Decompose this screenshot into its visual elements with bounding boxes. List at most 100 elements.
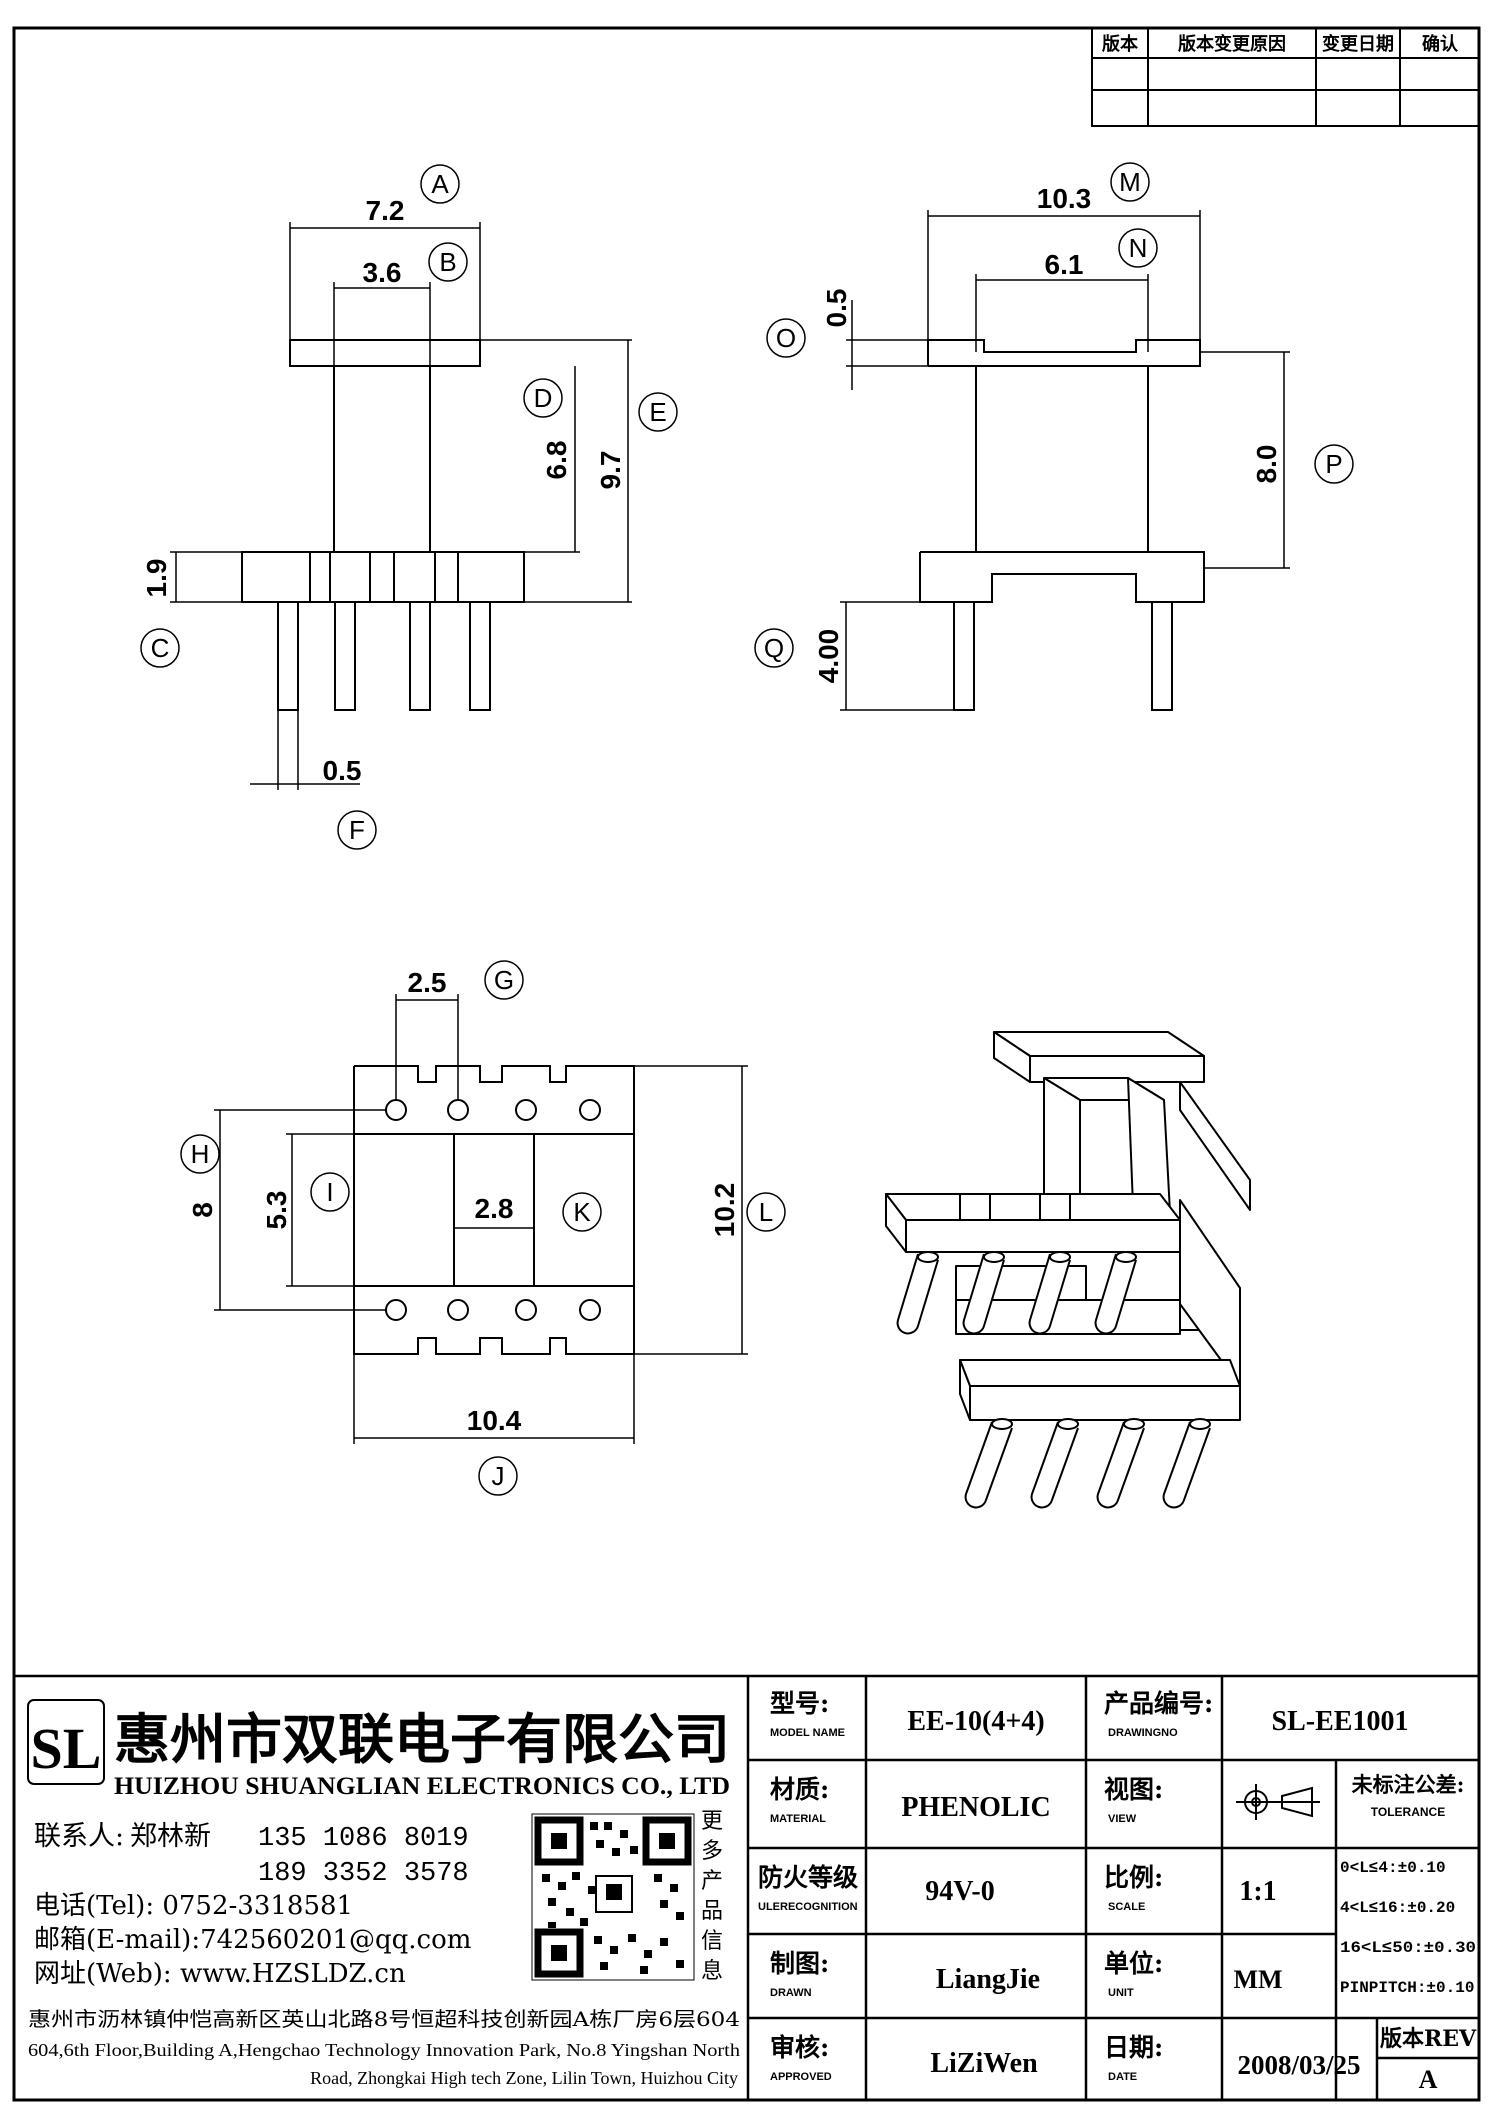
- side-view-dims: [840, 210, 1290, 711]
- tolerance-label: 未标注公差:: [1352, 1772, 1465, 1797]
- qr-code: [531, 1813, 695, 1981]
- contact-phone-1: 135 1086 8019: [258, 1824, 469, 1854]
- callout-e: E: [649, 397, 666, 427]
- dim-c-value: 1.9: [141, 559, 172, 598]
- drawn-value: LiangJie: [936, 1964, 1040, 1995]
- view-label-en: VIEW: [1108, 1813, 1137, 1825]
- tolerance-label-en: TOLERANCE: [1371, 1805, 1445, 1819]
- callout-d: D: [534, 383, 553, 413]
- address-en-1: 604,6th Floor,Building A,Hengchao Techno…: [28, 2040, 740, 2060]
- dim-f-value: 0.5: [323, 755, 362, 786]
- tolerance-4: PINPITCH:±0.10: [1340, 1979, 1474, 1997]
- dim-a-value: 7.2: [366, 195, 405, 226]
- qr-caption-5: 信: [701, 1928, 723, 1953]
- callout-a: A: [431, 169, 449, 199]
- address-en-2: Road, Zhongkai High tech Zone, Lilin Tow…: [310, 2068, 738, 2088]
- isometric-view: [885, 1031, 1251, 1509]
- rev-header-reason: 版本变更原因: [1178, 33, 1286, 55]
- front-view-dims: [170, 222, 632, 790]
- side-view: [919, 339, 1205, 711]
- material-value: PHENOLIC: [901, 1792, 1050, 1823]
- qr-caption-3: 产: [701, 1868, 723, 1893]
- dim-n-value: 6.1: [1045, 249, 1084, 280]
- front-view: [241, 339, 525, 711]
- contact-label: 联系人:: [34, 1821, 124, 1852]
- callout-l: L: [759, 1197, 773, 1227]
- company-logo: SL: [27, 1699, 105, 1785]
- dim-o-value: 0.5: [821, 289, 852, 328]
- company-name-cn: 惠州市双联电子有限公司: [114, 1707, 730, 1771]
- callouts: [140, 162, 1354, 1496]
- qr-caption-1: 更: [701, 1808, 723, 1833]
- callout-p: P: [1325, 449, 1342, 479]
- qr-caption-4: 品: [701, 1898, 723, 1923]
- callout-m: M: [1119, 167, 1141, 197]
- approved-label: 审核:: [770, 2033, 829, 2062]
- flame-value: 94V-0: [925, 1876, 994, 1907]
- dim-h-value: 8: [187, 1202, 218, 1218]
- contact-web: 网址(Web): www.HZSLDZ.cn: [34, 1959, 406, 1989]
- dim-m-value: 10.3: [1037, 183, 1092, 214]
- contact-email: 邮箱(E-mail):742560201@qq.com: [34, 1925, 471, 1955]
- tolerance-1: 0<L≤4:±0.10: [1340, 1859, 1446, 1877]
- approved-value: LiZiWen: [930, 2048, 1038, 2079]
- contact-name: 郑林新: [130, 1821, 211, 1852]
- model-label-en: MODEL NAME: [770, 1727, 845, 1739]
- dim-d-value: 6.8: [541, 441, 572, 480]
- tolerance-2: 4<L≤16:±0.20: [1340, 1899, 1455, 1917]
- rev-label: 版本REV: [1380, 2026, 1477, 2052]
- rev-header-date: 变更日期: [1322, 33, 1394, 55]
- company-name-en: HUIZHOU SHUANGLIAN ELECTRONICS CO., LTD: [114, 1773, 730, 1800]
- callout-g: G: [494, 965, 514, 995]
- flame-label-en: ULERECOGNITION: [758, 1901, 858, 1913]
- dim-e-value: 9.7: [595, 451, 626, 490]
- rev-value: A: [1419, 2065, 1438, 2094]
- qr-caption: 更 多 产 品 信 息: [701, 1808, 723, 1983]
- date-label: 日期:: [1104, 2033, 1163, 2062]
- dim-j-value: 10.4: [467, 1405, 522, 1436]
- callout-o: O: [776, 323, 796, 353]
- approved-label-en: APPROVED: [770, 2071, 832, 2083]
- unit-label-en: UNIT: [1108, 1987, 1134, 1999]
- projection-symbol-icon: [1236, 1784, 1320, 1820]
- date-label-en: DATE: [1108, 2071, 1137, 2083]
- unit-value: MM: [1233, 1965, 1282, 1994]
- drawing-no-value: SL-EE1001: [1272, 1706, 1409, 1737]
- dim-p-value: 8.0: [1251, 445, 1282, 484]
- callout-n: N: [1129, 233, 1148, 263]
- logo-text: SL: [31, 1716, 102, 1781]
- footer-frame: [14, 1674, 1479, 2100]
- contact-tel: 电话(Tel): 0752-3318581: [34, 1891, 353, 1921]
- view-label: 视图:: [1104, 1775, 1163, 1804]
- drawn-label: 制图:: [770, 1949, 829, 1978]
- sheet-border: [12, 26, 1481, 2102]
- unit-label: 单位:: [1104, 1949, 1163, 1978]
- callout-i: I: [326, 1177, 333, 1207]
- scale-label-en: SCALE: [1108, 1901, 1145, 1913]
- callout-c: C: [151, 633, 170, 663]
- bottom-view-dims: [214, 994, 748, 1444]
- qr-caption-2: 多: [701, 1838, 723, 1863]
- rev-header-version: 版本: [1102, 33, 1138, 55]
- callout-h: H: [191, 1139, 210, 1169]
- drawing-no-label: 产品编号:: [1104, 1689, 1213, 1718]
- callout-f: F: [349, 815, 365, 845]
- material-label: 材质:: [770, 1775, 829, 1804]
- contact-phone-2: 189 3352 3578: [258, 1859, 469, 1889]
- address-cn: 惠州市沥林镇仲恺高新区英山北路8号恒超科技创新园A栋厂房6层604: [28, 2007, 740, 2031]
- model-label: 型号:: [770, 1689, 829, 1718]
- dim-k-value: 2.8: [475, 1193, 514, 1224]
- flame-label: 防火等级: [758, 1863, 858, 1892]
- dim-l-value: 10.2: [709, 1183, 740, 1238]
- drawing-no-label-en: DRAWINGNO: [1108, 1727, 1178, 1739]
- material-label-en: MATERIAL: [770, 1813, 826, 1825]
- qr-caption-6: 息: [701, 1958, 723, 1983]
- callout-j: J: [492, 1461, 505, 1491]
- callout-b: B: [439, 247, 456, 277]
- rev-header-confirm: 确认: [1422, 33, 1459, 55]
- callout-q: Q: [764, 633, 784, 663]
- dim-g-value: 2.5: [408, 967, 447, 998]
- callout-k: K: [573, 1197, 591, 1227]
- revision-table: [1091, 27, 1480, 127]
